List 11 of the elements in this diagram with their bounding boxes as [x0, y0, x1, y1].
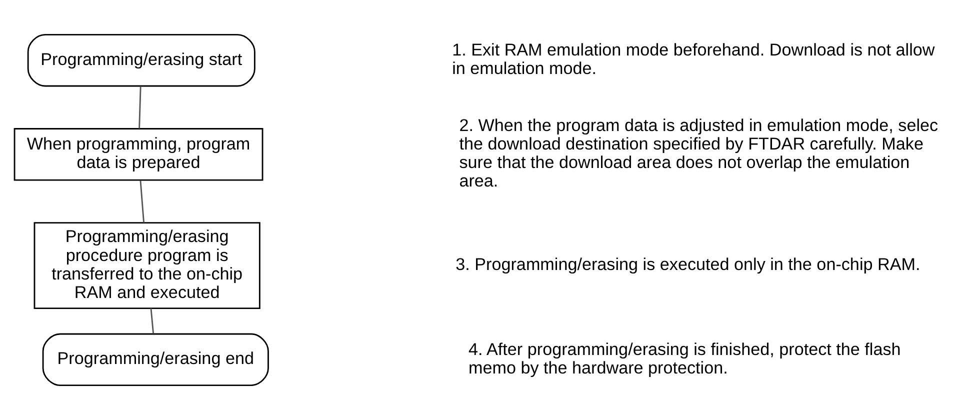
- label: 1. Exit RAM emulation mode beforehand. Download is not allow in emulation mode.: [452, 40, 935, 78]
- connector: [150, 308, 154, 334]
- node-box: Programming/erasing end: [42, 332, 269, 386]
- connector: [138, 86, 142, 128]
- connector: [140, 180, 145, 222]
- label: 2. When the program data is adjusted in emulation mode, selec the download destination specified by FTDAR carefully. Make sure that the download area does not overlap the emulation area.: [459, 116, 938, 190]
- node-box: When programming, program data is prepared: [14, 128, 264, 180]
- node-box: Programming/erasing start: [27, 33, 256, 86]
- label: 4. After programming/erasing is finished, protect the flash memo by the hardware protection.: [468, 339, 901, 377]
- node-box: Programming/erasing procedure program is transferred to the on-chip RAM and executed: [34, 222, 260, 309]
- label: 3. Programming/erasing is executed only in the on-chip RAM.: [456, 254, 920, 274]
